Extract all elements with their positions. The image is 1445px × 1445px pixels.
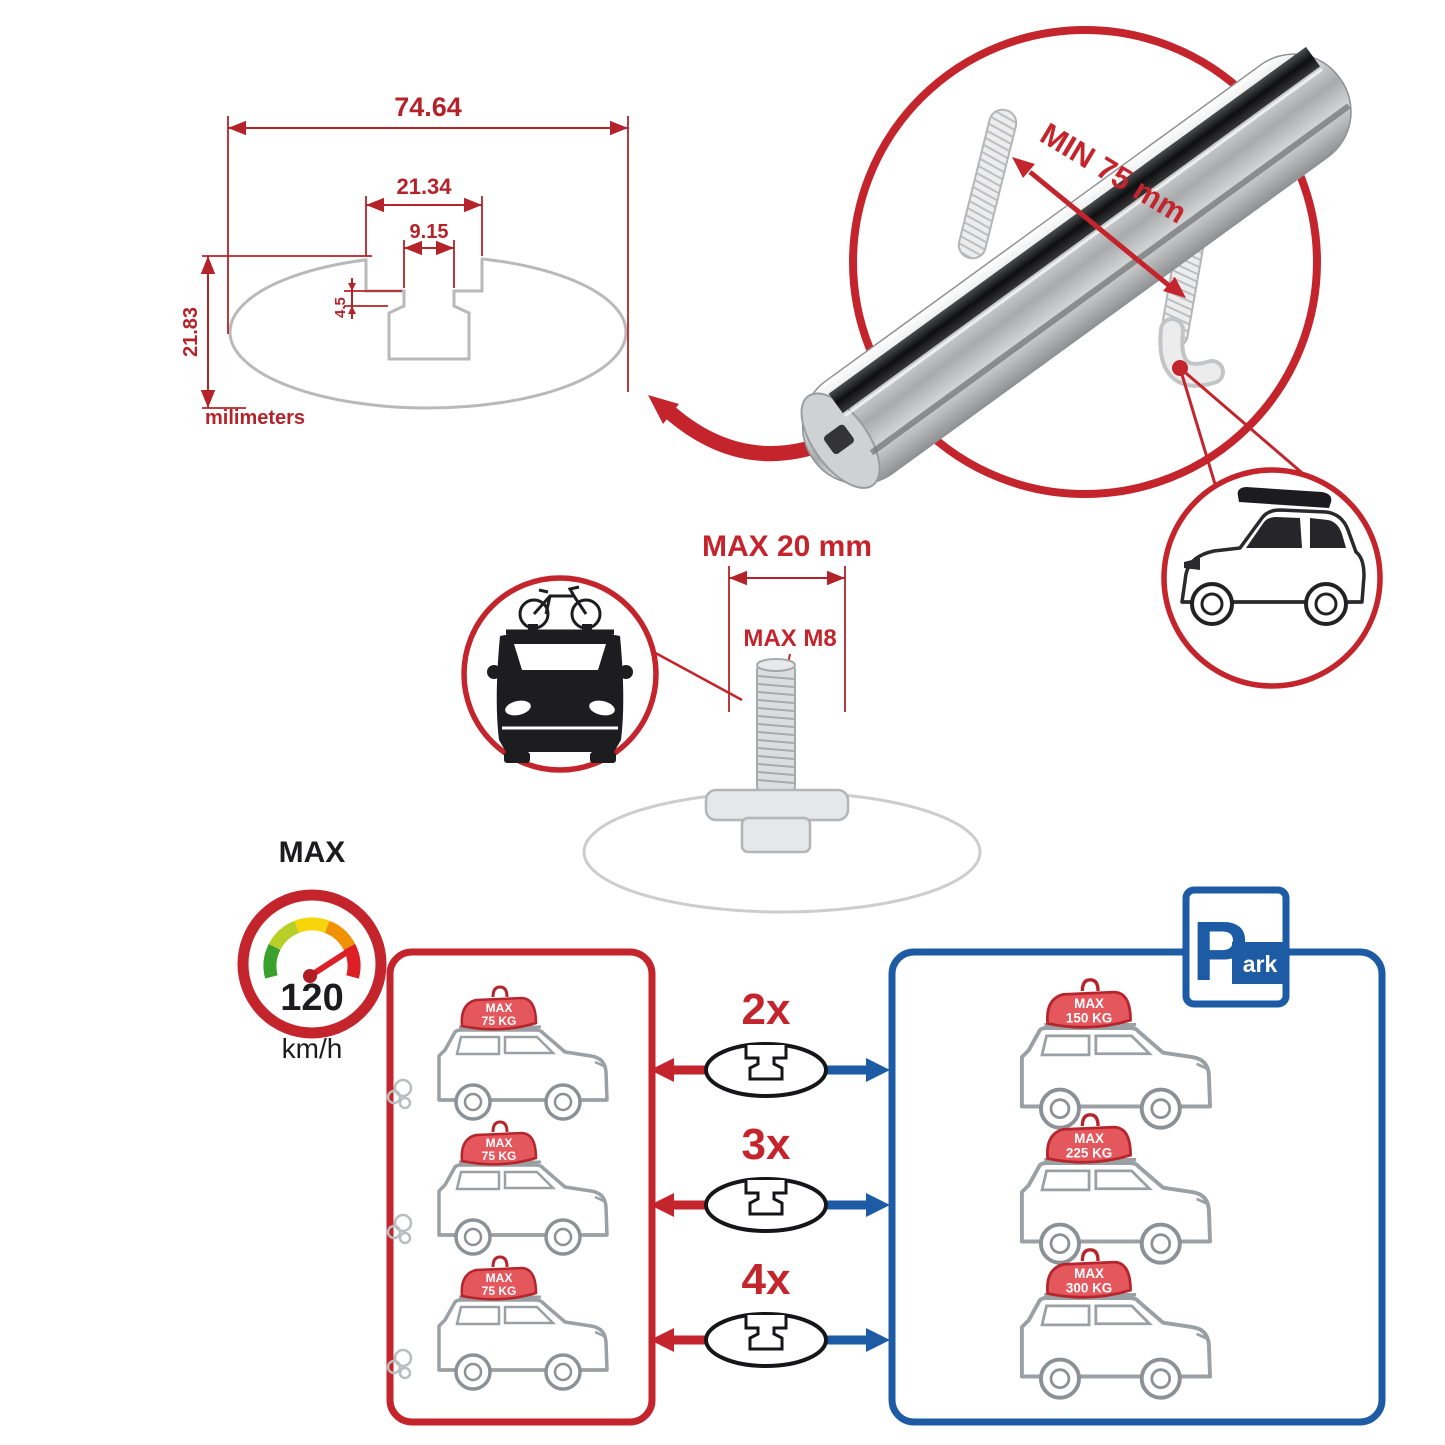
cross-section-diagram: 74.64 21.34 9.15 4.5 21.83 milimeters <box>180 92 629 429</box>
suv-window <box>1310 518 1346 548</box>
bag-value: 75 KG <box>482 1284 517 1298</box>
park-suffix-tag <box>1232 942 1288 984</box>
arrowhead <box>650 1058 674 1082</box>
suv-with-bag: MAX 300 KG <box>1019 1248 1213 1400</box>
bag-value: 300 KG <box>1066 1280 1112 1295</box>
dim-height: 21.83 <box>180 307 202 357</box>
bag-value: 225 KG <box>1066 1145 1112 1160</box>
gauge-segment-yellowgreen <box>268 920 300 951</box>
arrowhead <box>348 283 356 291</box>
crossbar-profile-icon <box>704 1042 828 1098</box>
park-suffix: ark <box>1243 951 1278 977</box>
cargo-bag: MAX 75 KG <box>460 985 538 1031</box>
arrowhead <box>648 395 679 424</box>
count-2x: 2x <box>742 985 791 1034</box>
bag-label: MAX <box>1074 1131 1104 1146</box>
headlight <box>589 700 615 716</box>
callout-leader <box>1179 366 1323 492</box>
dim-slot-width: 9.15 <box>410 221 449 243</box>
crossbar-profile-icon <box>704 1312 828 1368</box>
count-4x: 4x <box>742 1255 791 1304</box>
gauge-ring <box>237 889 387 1039</box>
bag-label: MAX <box>486 1136 513 1150</box>
arrowhead <box>1012 157 1035 178</box>
roof-box <box>1237 487 1332 508</box>
arrowhead <box>650 1328 674 1352</box>
gauge-segment-red <box>343 943 361 979</box>
dim-channel-width: 21.34 <box>396 174 452 199</box>
headlight <box>1184 558 1200 570</box>
callout-leader <box>649 648 743 702</box>
wheel <box>1190 582 1234 626</box>
callout-leader <box>1178 367 1220 495</box>
min-clearance-arrow <box>1028 170 1174 290</box>
gauge-segment-green <box>263 943 281 979</box>
max-width-label: MAX 20 mm <box>702 530 872 563</box>
cargo-bag: MAX 150 KG <box>1045 978 1133 1029</box>
bag-value: 150 KG <box>1066 1010 1112 1025</box>
red-capacity-panel: MAX 75 KG MAX 75 KG MAX 75 KG <box>386 948 656 1426</box>
arrowhead <box>348 306 356 314</box>
bar-count-rows: 2x 3x 4x <box>650 985 890 1368</box>
windshield <box>514 644 606 670</box>
park-sign: P ark <box>1182 886 1290 1008</box>
bag-label: MAX <box>1074 996 1104 1011</box>
dim-lip-depth: 4.5 <box>332 297 349 318</box>
arrowhead <box>1163 277 1186 298</box>
bolt-diagram: MAX 20 mm MAX M8 <box>582 530 982 914</box>
dim-total-width: 74.64 <box>394 92 462 122</box>
bag-label: MAX <box>1074 1266 1104 1281</box>
arrowhead <box>650 1193 674 1217</box>
cargo-bag: MAX 75 KG <box>460 1255 538 1301</box>
crossbar-render: MIN 75 mm <box>800 26 1352 498</box>
gauge-segment-yellow <box>294 917 330 933</box>
bag-value: 75 KG <box>482 1149 517 1163</box>
arrowhead <box>866 1058 890 1082</box>
mirror <box>487 665 501 679</box>
max-thread-label: MAX M8 <box>743 625 836 652</box>
roofbox-car-circle <box>1161 467 1383 689</box>
rack-mount <box>528 624 538 632</box>
rack-mount <box>582 624 592 632</box>
speed-units: km/h <box>282 1033 343 1064</box>
blue-capacity-panel: MAX 150 KG MAX 225 KG MAX 300 KG <box>888 948 1386 1426</box>
speed-value: 120 <box>280 977 343 1019</box>
bag-label: MAX <box>486 1271 513 1285</box>
gauge-segment-orange <box>324 920 356 951</box>
bolt-threads <box>757 675 795 784</box>
clamp-hook-left <box>957 108 1018 260</box>
units-label: milimeters <box>205 407 305 429</box>
count-3x: 3x <box>742 1120 791 1169</box>
cargo-bag: MAX 75 KG <box>460 1120 538 1166</box>
crossbar-profile-icon <box>704 1177 828 1233</box>
bag-value: 75 KG <box>482 1014 517 1028</box>
wheel <box>590 752 616 763</box>
bag-label: MAX <box>486 1001 513 1015</box>
bike-frame <box>532 585 588 615</box>
speed-max-label: MAX <box>279 836 346 869</box>
mirror <box>619 665 633 679</box>
aluminum-bar <box>800 46 1352 489</box>
bar-end-slot <box>823 424 854 455</box>
cargo-bag: MAX 300 KG <box>1045 1248 1133 1299</box>
suv-window <box>1246 517 1302 548</box>
arrowhead <box>866 1193 890 1217</box>
speed-limit-gauge: MAX 120 km/h <box>237 836 387 1064</box>
wheel <box>1304 582 1348 626</box>
t-nut-plate <box>704 788 850 822</box>
t-nut-foot <box>740 816 812 854</box>
headlight <box>505 700 531 716</box>
wheel <box>504 752 530 763</box>
bike-car-circle <box>461 575 743 773</box>
suv-with-bag: MAX 225 KG <box>1019 1113 1213 1265</box>
arrowhead <box>866 1328 890 1352</box>
needle-pivot <box>303 969 317 983</box>
rubber-strip <box>828 46 1321 414</box>
cargo-bag: MAX 225 KG <box>1045 1113 1133 1164</box>
suv-with-bag: MAX 150 KG <box>1019 978 1213 1130</box>
